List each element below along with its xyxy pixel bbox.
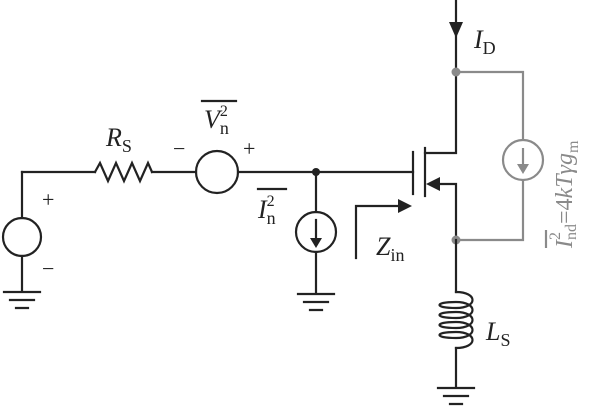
ground-symbol-in: [296, 292, 336, 312]
ls-label: LS: [485, 317, 510, 350]
ground-symbol-ls: [436, 386, 476, 406]
svg-text:I2nd=4kTγgm: I2nd=4kTγgm: [547, 140, 582, 249]
rs-label: RS: [105, 123, 132, 156]
ind-label: I2nd=4kTγgm: [544, 140, 582, 249]
ground-symbol-source: [2, 290, 42, 310]
inductor-ls: LS: [438, 238, 510, 388]
input-voltage-source: + −: [1, 170, 54, 292]
id-arrow: [449, 22, 463, 38]
vn-minus-sign: −: [173, 136, 185, 161]
source-plus-sign: +: [42, 187, 54, 212]
zin-label: Zin: [376, 232, 404, 265]
zin-arrow: Zin: [354, 199, 412, 265]
resistor-rs: RS: [93, 123, 154, 184]
drain-lead: [423, 70, 458, 155]
drain-current-id: ID: [449, 0, 496, 74]
source-minus-sign: −: [42, 256, 54, 281]
source-lead: [432, 182, 458, 242]
source-arrow: [426, 177, 440, 191]
vn-plus-sign: +: [243, 136, 255, 161]
id-label: ID: [473, 25, 496, 58]
channel-noise-current-source: I2nd=4kTγgm: [451, 67, 582, 249]
mosfet-transistor: [411, 70, 458, 242]
